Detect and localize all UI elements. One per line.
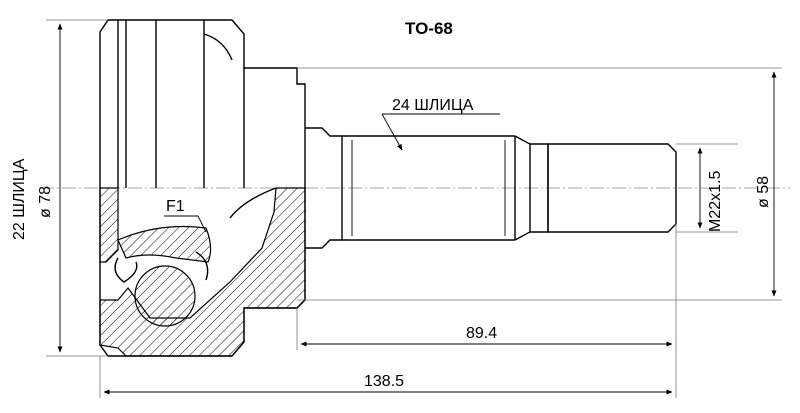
thread-label: M22x1.5 xyxy=(707,171,724,232)
stub-shaft xyxy=(305,127,677,249)
inner-race-contour xyxy=(229,187,277,219)
ball xyxy=(134,265,196,327)
outer-splines-label: 22 ШЛИЦА xyxy=(11,158,28,240)
inner-splines-leader xyxy=(381,113,403,151)
f1-label: F1 xyxy=(166,198,185,215)
title: TO-68 xyxy=(405,19,453,38)
shaft-length-label: 89.4 xyxy=(466,325,497,342)
f1-leader xyxy=(164,215,207,233)
seal-diameter-label: ø 58 xyxy=(755,176,772,208)
inner-splines-label: 24 ШЛИЦА xyxy=(392,97,474,114)
housing-section xyxy=(99,187,306,357)
outer-diameter-label: ø 78 xyxy=(37,186,54,218)
cage-edge xyxy=(114,257,138,283)
overall-length-label: 138.5 xyxy=(364,373,404,390)
cage-edge-right xyxy=(195,251,209,281)
